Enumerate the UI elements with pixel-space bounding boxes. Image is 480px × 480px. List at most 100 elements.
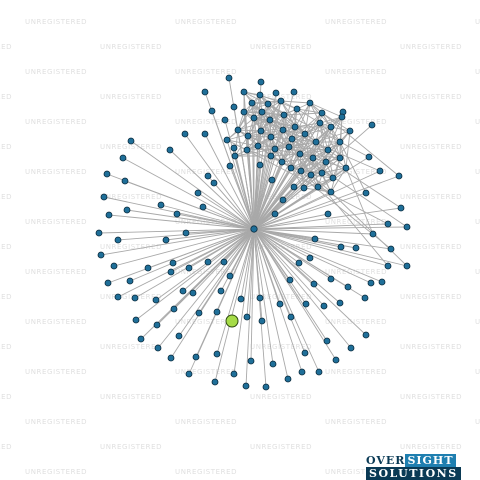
graph-node[interactable] bbox=[153, 321, 161, 329]
graph-node[interactable] bbox=[131, 294, 139, 302]
graph-node[interactable] bbox=[302, 300, 310, 308]
graph-node[interactable] bbox=[306, 254, 314, 262]
graph-node[interactable] bbox=[185, 370, 193, 378]
graph-node[interactable] bbox=[210, 179, 218, 187]
graph-node[interactable] bbox=[297, 167, 305, 175]
graph-node[interactable] bbox=[201, 130, 209, 138]
graph-node[interactable] bbox=[284, 375, 292, 383]
graph-node[interactable] bbox=[220, 258, 228, 266]
graph-node[interactable] bbox=[167, 268, 175, 276]
graph-node[interactable] bbox=[322, 158, 330, 166]
graph-node[interactable] bbox=[286, 276, 294, 284]
graph-node[interactable] bbox=[243, 313, 251, 321]
graph-node[interactable] bbox=[285, 143, 293, 151]
graph-node[interactable] bbox=[300, 184, 308, 192]
graph-node[interactable] bbox=[329, 174, 337, 182]
graph-node[interactable] bbox=[266, 116, 274, 124]
graph-node[interactable] bbox=[185, 264, 193, 272]
graph-node[interactable] bbox=[194, 189, 202, 197]
graph-node[interactable] bbox=[244, 132, 252, 140]
graph-node[interactable] bbox=[123, 206, 131, 214]
graph-node[interactable] bbox=[336, 154, 344, 162]
graph-node[interactable] bbox=[100, 193, 108, 201]
graph-node[interactable] bbox=[324, 146, 332, 154]
graph-node[interactable] bbox=[132, 316, 140, 324]
graph-node[interactable] bbox=[268, 176, 276, 184]
graph-node[interactable] bbox=[211, 378, 219, 386]
graph-node[interactable] bbox=[344, 283, 352, 291]
graph-node[interactable] bbox=[316, 119, 324, 127]
graph-node[interactable] bbox=[336, 299, 344, 307]
graph-node[interactable] bbox=[352, 244, 360, 252]
graph-node[interactable] bbox=[231, 152, 239, 160]
graph-node[interactable] bbox=[162, 236, 170, 244]
graph-node[interactable] bbox=[189, 289, 197, 297]
graph-node[interactable] bbox=[369, 230, 377, 238]
graph-node[interactable] bbox=[262, 383, 270, 391]
graph-node[interactable] bbox=[310, 280, 318, 288]
graph-node[interactable] bbox=[296, 150, 304, 158]
graph-node[interactable] bbox=[199, 203, 207, 211]
graph-node[interactable] bbox=[173, 210, 181, 218]
graph-node[interactable] bbox=[204, 172, 212, 180]
graph-node[interactable] bbox=[320, 302, 328, 310]
graph-node[interactable] bbox=[279, 126, 287, 134]
graph-node[interactable] bbox=[346, 127, 354, 135]
graph-node[interactable] bbox=[247, 357, 255, 365]
graph-node[interactable] bbox=[362, 189, 370, 197]
graph-node[interactable] bbox=[318, 109, 326, 117]
graph-node[interactable] bbox=[256, 161, 264, 169]
graph-node[interactable] bbox=[226, 162, 234, 170]
graph-node[interactable] bbox=[323, 337, 331, 345]
graph-node[interactable] bbox=[217, 287, 225, 295]
graph-node[interactable] bbox=[154, 344, 162, 352]
graph-node[interactable] bbox=[307, 171, 315, 179]
graph-node[interactable] bbox=[327, 123, 335, 131]
graph-node[interactable] bbox=[213, 308, 221, 316]
graph-node[interactable] bbox=[395, 172, 403, 180]
graph-node[interactable] bbox=[137, 335, 145, 343]
graph-hub-node[interactable] bbox=[250, 225, 258, 233]
graph-node[interactable] bbox=[290, 183, 298, 191]
graph-node[interactable] bbox=[256, 294, 264, 302]
graph-node[interactable] bbox=[167, 354, 175, 362]
graph-node[interactable] bbox=[257, 78, 265, 86]
graph-node[interactable] bbox=[280, 111, 288, 119]
graph-focus-node[interactable] bbox=[225, 314, 239, 328]
graph-node[interactable] bbox=[264, 100, 272, 108]
graph-node[interactable] bbox=[336, 138, 344, 146]
graph-node[interactable] bbox=[327, 188, 335, 196]
graph-node[interactable] bbox=[287, 313, 295, 321]
graph-node[interactable] bbox=[225, 74, 233, 82]
graph-node[interactable] bbox=[361, 294, 369, 302]
graph-node[interactable] bbox=[387, 245, 395, 253]
graph-node[interactable] bbox=[258, 317, 266, 325]
graph-node[interactable] bbox=[114, 236, 122, 244]
graph-node[interactable] bbox=[367, 279, 375, 287]
graph-node[interactable] bbox=[221, 116, 229, 124]
graph-node[interactable] bbox=[121, 177, 129, 185]
graph-node[interactable] bbox=[276, 300, 284, 308]
graph-node[interactable] bbox=[272, 89, 280, 97]
graph-node[interactable] bbox=[311, 235, 319, 243]
graph-node[interactable] bbox=[365, 153, 373, 161]
graph-node[interactable] bbox=[324, 210, 332, 218]
graph-node[interactable] bbox=[288, 135, 296, 143]
graph-node[interactable] bbox=[397, 204, 405, 212]
graph-node[interactable] bbox=[271, 210, 279, 218]
graph-node[interactable] bbox=[105, 211, 113, 219]
graph-node[interactable] bbox=[287, 164, 295, 172]
graph-node[interactable] bbox=[110, 262, 118, 270]
graph-node[interactable] bbox=[332, 356, 340, 364]
graph-node[interactable] bbox=[338, 113, 346, 121]
graph-node[interactable] bbox=[201, 88, 209, 96]
graph-node[interactable] bbox=[169, 259, 177, 267]
graph-node[interactable] bbox=[175, 332, 183, 340]
graph-node[interactable] bbox=[95, 229, 103, 237]
graph-node[interactable] bbox=[368, 121, 376, 129]
graph-node[interactable] bbox=[318, 169, 326, 177]
graph-node[interactable] bbox=[248, 99, 256, 107]
graph-node[interactable] bbox=[103, 170, 111, 178]
graph-node[interactable] bbox=[243, 146, 251, 154]
graph-node[interactable] bbox=[240, 108, 248, 116]
